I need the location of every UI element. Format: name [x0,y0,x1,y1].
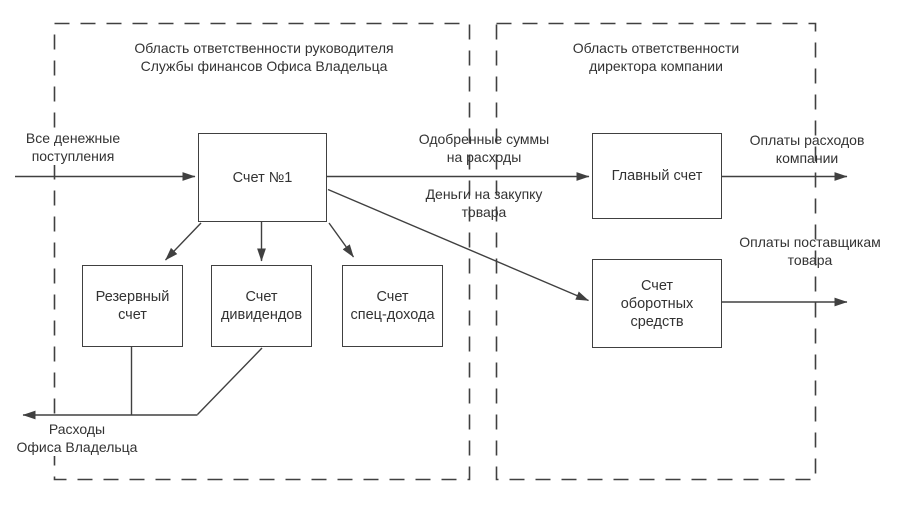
line-dividends-down [196,347,263,415]
right-region-border [495,22,817,481]
left-region-border [53,22,471,481]
box-special-income: Счет спец-дохода [342,265,443,347]
box-reserve: Резервный счет [82,265,183,347]
box-account1: Счет №1 [198,133,327,222]
box-main-account: Главный счет [592,133,722,219]
label-approved-sums: Одобренные суммы на расходы [418,131,550,165]
right-region-title: Область ответственности директора компан… [572,40,740,74]
box-dividends: Счет дивидендов [211,265,312,347]
left-region-title: Область ответственности руководителя Слу… [134,40,394,74]
arrow-account1-to-reserve [164,222,202,261]
arrow-account1-to-special-income [328,222,355,258]
arrow-account1-to-working-capital [327,188,589,302]
box-working-capital: Счет оборотных средств [592,259,722,348]
label-purchase-money: Деньги на закупку товара [425,186,543,220]
label-income: Все денежные поступления [8,130,138,165]
label-supplier-payments: Оплаты поставщикам товара [739,234,881,268]
label-owner-office-expenses: Расходы Офиса Владельца [2,421,152,456]
label-company-expenses: Оплаты расходов компании [749,132,865,166]
